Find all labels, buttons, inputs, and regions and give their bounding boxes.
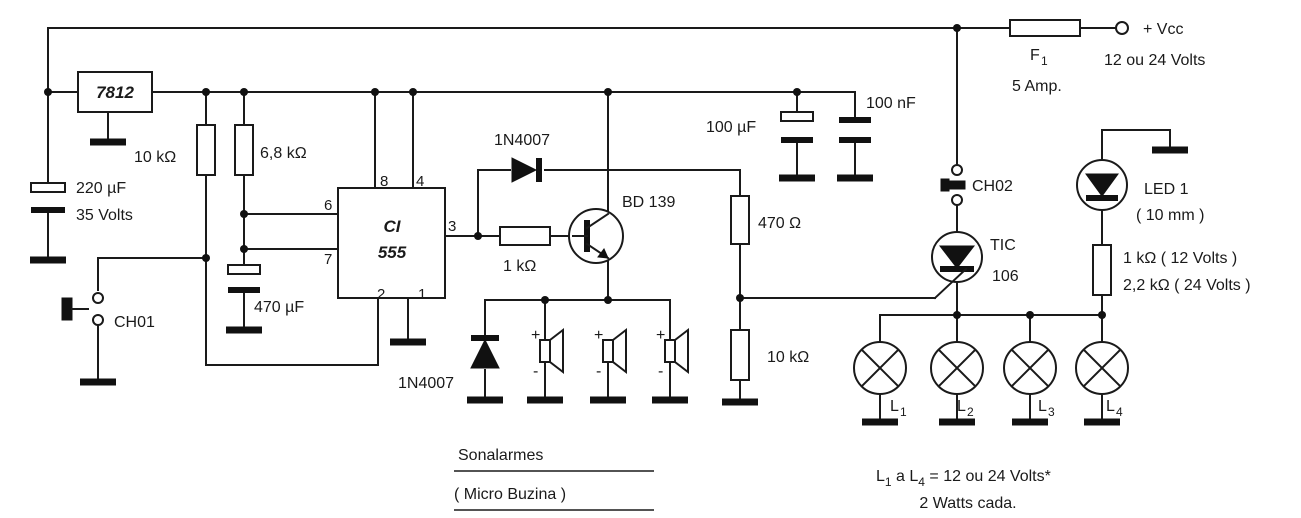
resistor-6k8: 6,8 kΩ	[234, 124, 307, 176]
lamp-note-l1: L	[876, 468, 885, 485]
c220-value-label: 220 µF	[76, 180, 126, 197]
lamp-l4-label: L	[1106, 398, 1115, 415]
lamp-note-mid: a L	[892, 468, 919, 485]
speaker3-plus: +	[656, 327, 665, 344]
rbase-label: 1 kΩ	[503, 258, 536, 275]
ch02-label: CH02	[972, 178, 1013, 195]
thyristor-label-1: TIC	[990, 237, 1016, 254]
speaker1-plus: +	[531, 327, 540, 344]
transistor-label: BD 139	[622, 194, 675, 211]
resistor-470-ohm: 470 Ω	[730, 195, 801, 245]
diode-1n4007-bottom: 1N4007	[398, 335, 503, 404]
lamp-l1-label: L	[890, 398, 899, 415]
diode-1n4007-top: 1N4007	[494, 132, 550, 183]
fuse-label-sub: 1	[1041, 54, 1048, 68]
led-label: LED 1	[1144, 181, 1189, 198]
ic-pin-3: 3	[448, 218, 456, 235]
ic-pin-6: 6	[324, 197, 332, 214]
c220-voltage-label: 35 Volts	[76, 207, 133, 224]
lamp-l1: L 1	[853, 341, 907, 426]
r10k-label: 10 kΩ	[134, 149, 176, 166]
led-size-label: ( 10 mm )	[1136, 207, 1204, 224]
capacitor-470uf: 470 µF	[226, 264, 304, 334]
wires	[47, 27, 1171, 421]
speaker3-minus: -	[658, 363, 663, 380]
fuse-label: F	[1030, 47, 1040, 64]
vcc-terminal: + Vcc 12 ou 24 Volts	[1104, 21, 1205, 69]
lamp-note-l4-sub: 4	[918, 475, 925, 489]
lamp-l2-sub: 2	[967, 405, 974, 419]
ic-pin-8: 8	[380, 173, 388, 190]
regulator-7812: 7812	[77, 71, 153, 146]
led-1: LED 1 ( 10 mm )	[1076, 146, 1204, 224]
c470-label: 470 µF	[254, 299, 304, 316]
ic-label-555: 555	[378, 243, 407, 262]
ic-label-ci: CI	[384, 217, 402, 236]
r470-label: 470 Ω	[758, 215, 801, 232]
ic-555: CI 555 8 4 6 7 3 2 1	[324, 173, 456, 346]
capacitor-100nf: 100 nF	[837, 95, 916, 182]
lamp-l4-sub: 4	[1116, 405, 1123, 419]
ic-pin-4: 4	[416, 173, 424, 190]
rled-24-label: 2,2 kΩ ( 24 Volts )	[1123, 277, 1251, 294]
vcc-label: + Vcc	[1143, 21, 1183, 38]
lamp-l4: L 4	[1075, 341, 1129, 426]
resistor-10k: 10 kΩ	[134, 124, 216, 176]
d1-label: 1N4007	[494, 132, 550, 149]
ch01-label: CH01	[114, 314, 155, 331]
regulator-label: 7812	[96, 83, 134, 102]
resistor-10k-lower: 10 kΩ	[722, 329, 809, 406]
switch-ch02: CH02	[940, 164, 1013, 206]
c100u-label: 100 µF	[706, 119, 756, 136]
fuse-f1: F 1 5 Amp.	[1009, 19, 1081, 95]
resistor-base-1k: 1 kΩ	[499, 226, 551, 275]
lamp-note-rest: = 12 ou 24 Volts*	[925, 468, 1051, 485]
thyristor-tic106: TIC 106	[931, 231, 1019, 300]
r6k8-label: 6,8 kΩ	[260, 145, 307, 162]
speaker-3: + -	[652, 327, 689, 404]
lamp-l3-label: L	[1038, 398, 1047, 415]
r10k-lower-label: 10 kΩ	[767, 349, 809, 366]
speaker1-minus: -	[533, 363, 538, 380]
thyristor-label-2: 106	[992, 268, 1019, 285]
ic-pin-2: 2	[377, 286, 385, 303]
capacitor-100uf: 100 µF	[706, 111, 815, 182]
svg-text:L1 a L4 = 12 ou 24 Volts*: L1 a L4 = 12 ou 24 Volts*	[876, 468, 1051, 489]
vcc-voltage-label: 12 ou 24 Volts	[1104, 52, 1205, 69]
ic-pin-1: 1	[418, 286, 426, 303]
lamp-l1-sub: 1	[900, 405, 907, 419]
lamp-note-line2: 2 Watts cada.	[919, 495, 1016, 512]
lamp-l3-sub: 3	[1048, 405, 1055, 419]
speaker-2: + -	[590, 327, 627, 404]
transistor-bd139: BD 139	[568, 194, 675, 264]
speaker-1: + -	[527, 327, 564, 404]
d2-label: 1N4007	[398, 375, 454, 392]
lamp-note: L1 a L4 = 12 ou 24 Volts* 2 Watts cada.	[876, 468, 1051, 512]
lamp-l3: L 3	[1003, 341, 1057, 426]
ic-pin-7: 7	[324, 251, 332, 268]
caption-line2: ( Micro Buzina )	[454, 486, 566, 503]
lamp-note-l1-sub: 1	[885, 475, 892, 489]
speaker2-plus: +	[594, 327, 603, 344]
caption: Sonalarmes ( Micro Buzina )	[454, 447, 654, 511]
switch-ch01: CH01	[61, 292, 155, 386]
junction-dots	[44, 24, 1106, 319]
rled-12-label: 1 kΩ ( 12 Volts )	[1123, 250, 1237, 267]
resistor-led: 1 kΩ ( 12 Volts ) 2,2 kΩ ( 24 Volts )	[1092, 244, 1251, 296]
capacitor-220uf: 220 µF 35 Volts	[30, 180, 133, 264]
lamp-l2: L 2	[930, 341, 984, 426]
speaker2-minus: -	[596, 363, 601, 380]
fuse-rating-label: 5 Amp.	[1012, 78, 1062, 95]
caption-line1: Sonalarmes	[458, 447, 543, 464]
lamp-l2-label: L	[957, 398, 966, 415]
c100n-label: 100 nF	[866, 95, 916, 112]
